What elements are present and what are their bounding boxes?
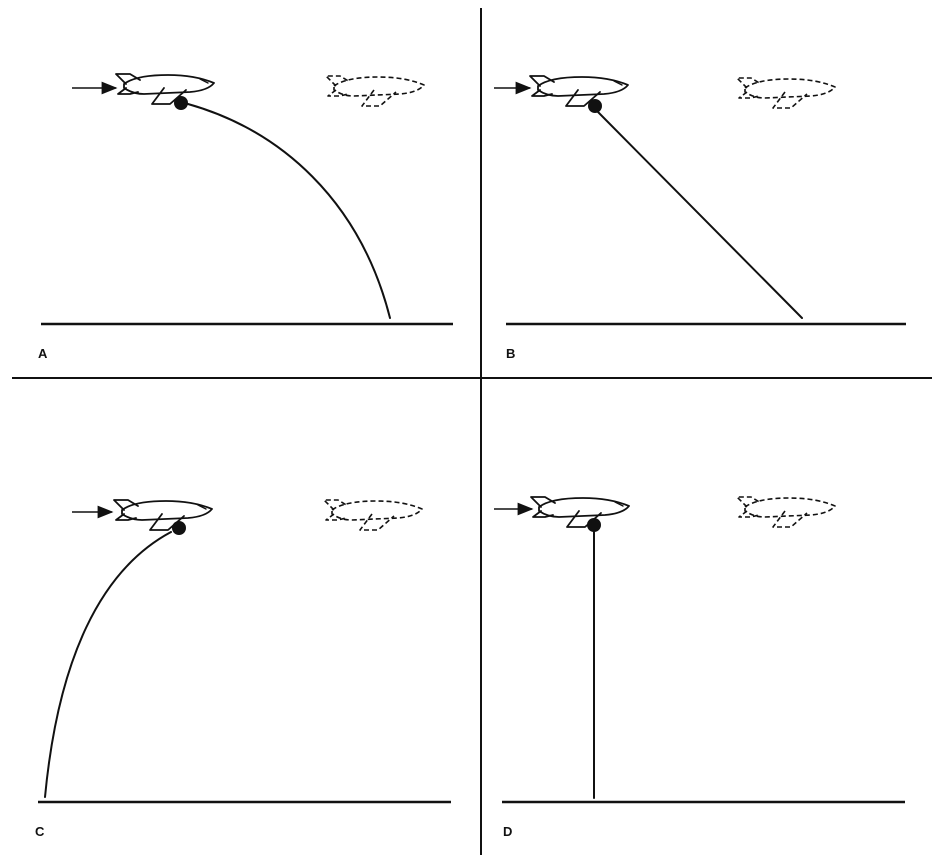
bomb-trajectory [187,103,391,319]
aircraft-icon [530,496,630,528]
bomb [588,99,602,113]
panel-d [494,496,905,804]
aircraft-ghost-icon [325,75,425,107]
bomb [172,521,186,535]
aircraft-icon [115,73,215,105]
aircraft-ghost-icon [736,77,836,109]
bomb [587,518,601,532]
aircraft-icon [529,75,629,107]
panel-a [41,73,453,326]
aircraft-ghost-icon [323,499,423,531]
panel-b [494,75,906,326]
bomb-trajectory [597,111,803,319]
panel-label-a: A [38,346,48,361]
panel-label-d: D [503,824,513,839]
panel-label-b: B [506,346,516,361]
aircraft-ghost-icon [736,496,836,528]
bomb-trajectory [44,531,172,798]
bomb [174,96,188,110]
aircraft-icon [113,499,213,531]
panel-label-c: C [35,824,45,839]
panel-c [38,499,451,804]
